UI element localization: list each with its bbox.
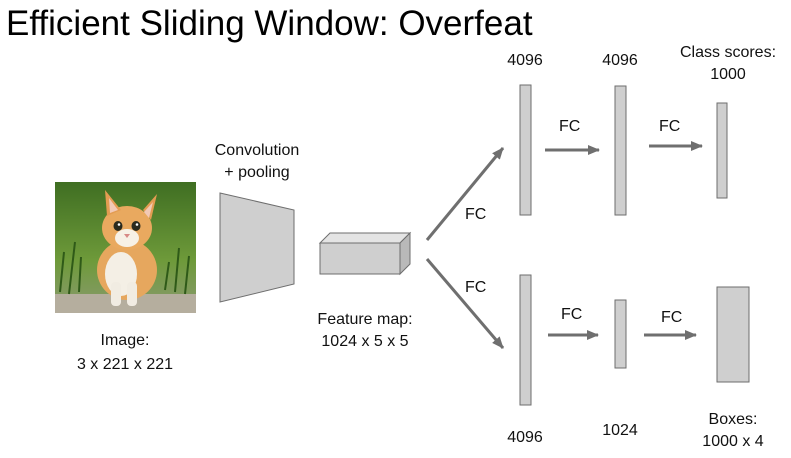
- image-dims: 3 x 221 x 221: [76, 356, 174, 373]
- boxes-layer: [716, 286, 750, 383]
- class-scores-layer: [716, 102, 728, 199]
- pooling-label: + pooling: [224, 164, 290, 181]
- top-layer1-size: 4096: [507, 52, 543, 69]
- fc-label-top-2: FC: [659, 118, 681, 135]
- slide-title: Efficient Sliding Window: Overfeat: [6, 4, 533, 43]
- top-layer2-size: 4096: [602, 52, 638, 69]
- class-scores-count: 1000: [710, 66, 746, 83]
- fc-label-bottom-1: FC: [561, 306, 583, 323]
- kitten-image: [55, 182, 196, 313]
- feature-map-label: Feature map:: [317, 311, 413, 328]
- conv-label: Convolution: [214, 142, 300, 159]
- boxes-label: Boxes:: [708, 411, 758, 428]
- fc-label-top-branch: FC: [465, 206, 487, 223]
- top-fc-4096-b: [614, 85, 627, 216]
- fc-label-bottom-branch: FC: [465, 279, 487, 296]
- feature-map-block: [318, 231, 412, 276]
- bottom-fc-4096: [519, 274, 532, 406]
- fc-arrow-bottom-branch: [425, 258, 505, 349]
- feature-map-dims: 1024 x 5 x 5: [321, 333, 409, 350]
- image-label: Image:: [100, 332, 150, 349]
- bottom-layer2-size: 1024: [602, 422, 638, 439]
- boxes-dims: 1000 x 4: [702, 433, 764, 450]
- top-fc-4096-a: [519, 84, 532, 216]
- conv-pooling-block: [219, 192, 295, 303]
- class-scores-label: Class scores:: [679, 44, 777, 61]
- fc-arrow-top-branch: [425, 147, 505, 241]
- fc-label-bottom-2: FC: [661, 309, 683, 326]
- bottom-layer1-size: 4096: [507, 429, 543, 446]
- bottom-fc-1024: [614, 299, 627, 369]
- fc-label-top-1: FC: [559, 118, 581, 135]
